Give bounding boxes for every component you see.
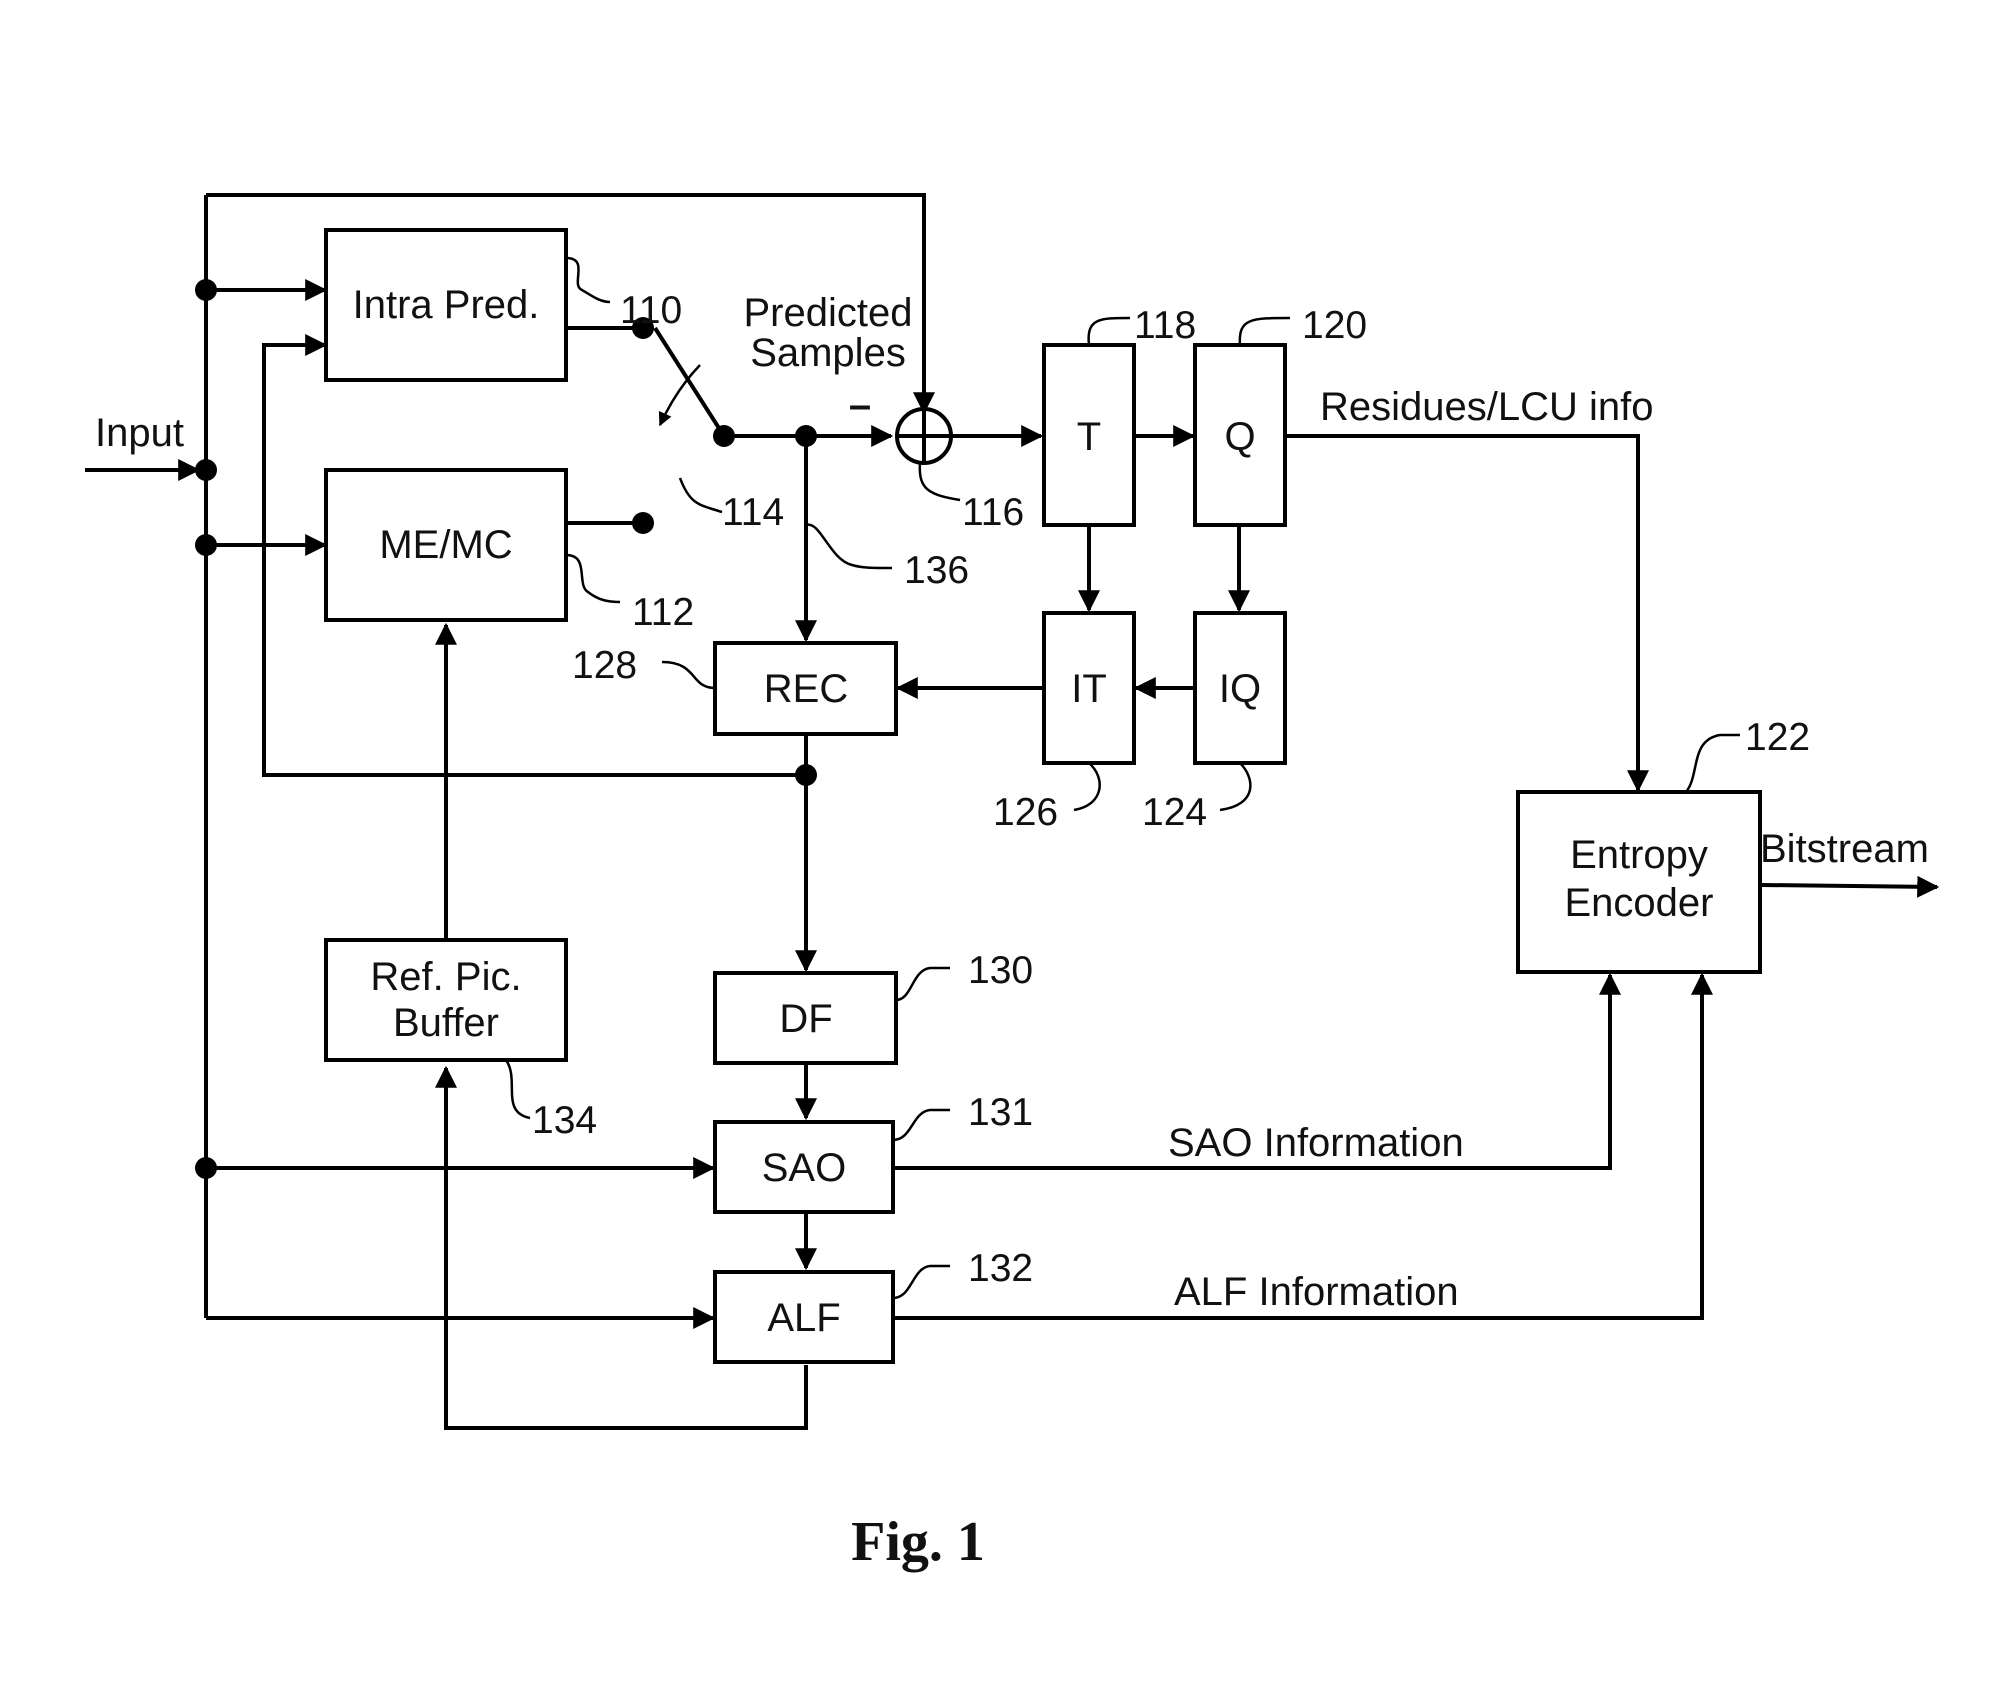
quant-block: Q: [1195, 345, 1285, 525]
ref-pic-buffer-label-line1: Ref. Pic.: [370, 955, 521, 999]
inv-transform-block: IT: [1044, 613, 1134, 763]
ref-120: 120: [1302, 304, 1367, 347]
ref-130: 130: [968, 949, 1033, 992]
adder: –: [849, 383, 951, 463]
sao-block: SAO: [715, 1122, 893, 1212]
junction-dot: [195, 534, 217, 556]
ref-118: 118: [1134, 304, 1196, 347]
ref-136: 136: [904, 549, 969, 592]
leader-118: [1089, 318, 1130, 345]
ref-132: 132: [968, 1247, 1033, 1290]
ref-122: 122: [1745, 716, 1810, 759]
leader-114: [680, 478, 722, 512]
ref-pic-buffer-block: Ref. Pic. Buffer: [326, 940, 566, 1060]
entropy-encoder-block: Entropy Encoder: [1518, 792, 1760, 972]
switch-rotation-arrow: [660, 365, 700, 425]
switch-blade: [655, 328, 724, 436]
junction-dot: [795, 764, 817, 786]
inv-transform-label: IT: [1071, 667, 1107, 711]
leader-110: [566, 258, 610, 302]
leader-132: [893, 1266, 950, 1298]
leader-126: [1074, 763, 1100, 810]
predicted-samples-label-line1: Predicted: [744, 291, 913, 335]
leader-122: [1686, 735, 1740, 792]
leader-136: [806, 525, 892, 568]
junction-dot: [195, 279, 217, 301]
ref-131: 131: [968, 1091, 1033, 1134]
ref-124: 124: [1142, 791, 1207, 834]
predicted-samples-label-line2: Samples: [750, 331, 906, 375]
ref-pic-buffer-label-line2: Buffer: [393, 1001, 499, 1045]
ref-114: 114: [722, 491, 784, 534]
leader-112: [566, 555, 620, 602]
ref-134: 134: [532, 1099, 597, 1142]
leader-130: [896, 968, 950, 1000]
alf-block: ALF: [715, 1272, 893, 1362]
bitstream-arrow: [1762, 885, 1937, 887]
q-to-entropy: [1285, 436, 1638, 790]
intra-pred-label: Intra Pred.: [353, 283, 540, 327]
ref-110: 110: [620, 289, 682, 332]
residues-label: Residues/LCU info: [1320, 385, 1654, 429]
ref-126: 126: [993, 791, 1058, 834]
inv-quant-label: IQ: [1219, 667, 1261, 711]
leader-116: [920, 463, 960, 500]
leader-120: [1240, 318, 1290, 345]
df-label: DF: [779, 997, 832, 1041]
switch-contact-inter: [632, 512, 654, 534]
leader-131: [893, 1110, 950, 1140]
ref-116: 116: [962, 491, 1024, 534]
switch-pivot: [713, 425, 735, 447]
junction-dot: [195, 1157, 217, 1179]
alf-label: ALF: [767, 1296, 840, 1340]
figure-caption: Fig. 1: [851, 1511, 985, 1573]
me-mc-label: ME/MC: [379, 523, 512, 567]
inv-quant-block: IQ: [1195, 613, 1285, 763]
bitstream-label: Bitstream: [1760, 827, 1929, 871]
transform-block: T: [1044, 345, 1134, 525]
transform-label: T: [1077, 415, 1101, 459]
intra-pred-block: Intra Pred.: [326, 230, 566, 380]
ref-128: 128: [572, 644, 637, 687]
minus-sign: –: [849, 383, 871, 427]
input-label: Input: [95, 411, 184, 455]
leader-124: [1220, 763, 1250, 810]
leader-134: [506, 1060, 530, 1118]
alf-information-label: ALF Information: [1174, 1270, 1459, 1314]
me-mc-block: ME/MC: [326, 470, 566, 620]
sao-information-label: SAO Information: [1168, 1121, 1464, 1165]
junction-dot: [195, 459, 217, 481]
df-block: DF: [715, 973, 896, 1063]
rec-label: REC: [764, 667, 848, 711]
leader-128: [662, 662, 715, 688]
rec-block: REC: [715, 643, 896, 734]
junction-dot: [795, 425, 817, 447]
sao-label: SAO: [762, 1146, 846, 1190]
ref-112: 112: [632, 591, 694, 634]
entropy-encoder-label-line2: Encoder: [1565, 881, 1714, 925]
quant-label: Q: [1224, 415, 1255, 459]
entropy-encoder-label-line1: Entropy: [1570, 833, 1708, 877]
